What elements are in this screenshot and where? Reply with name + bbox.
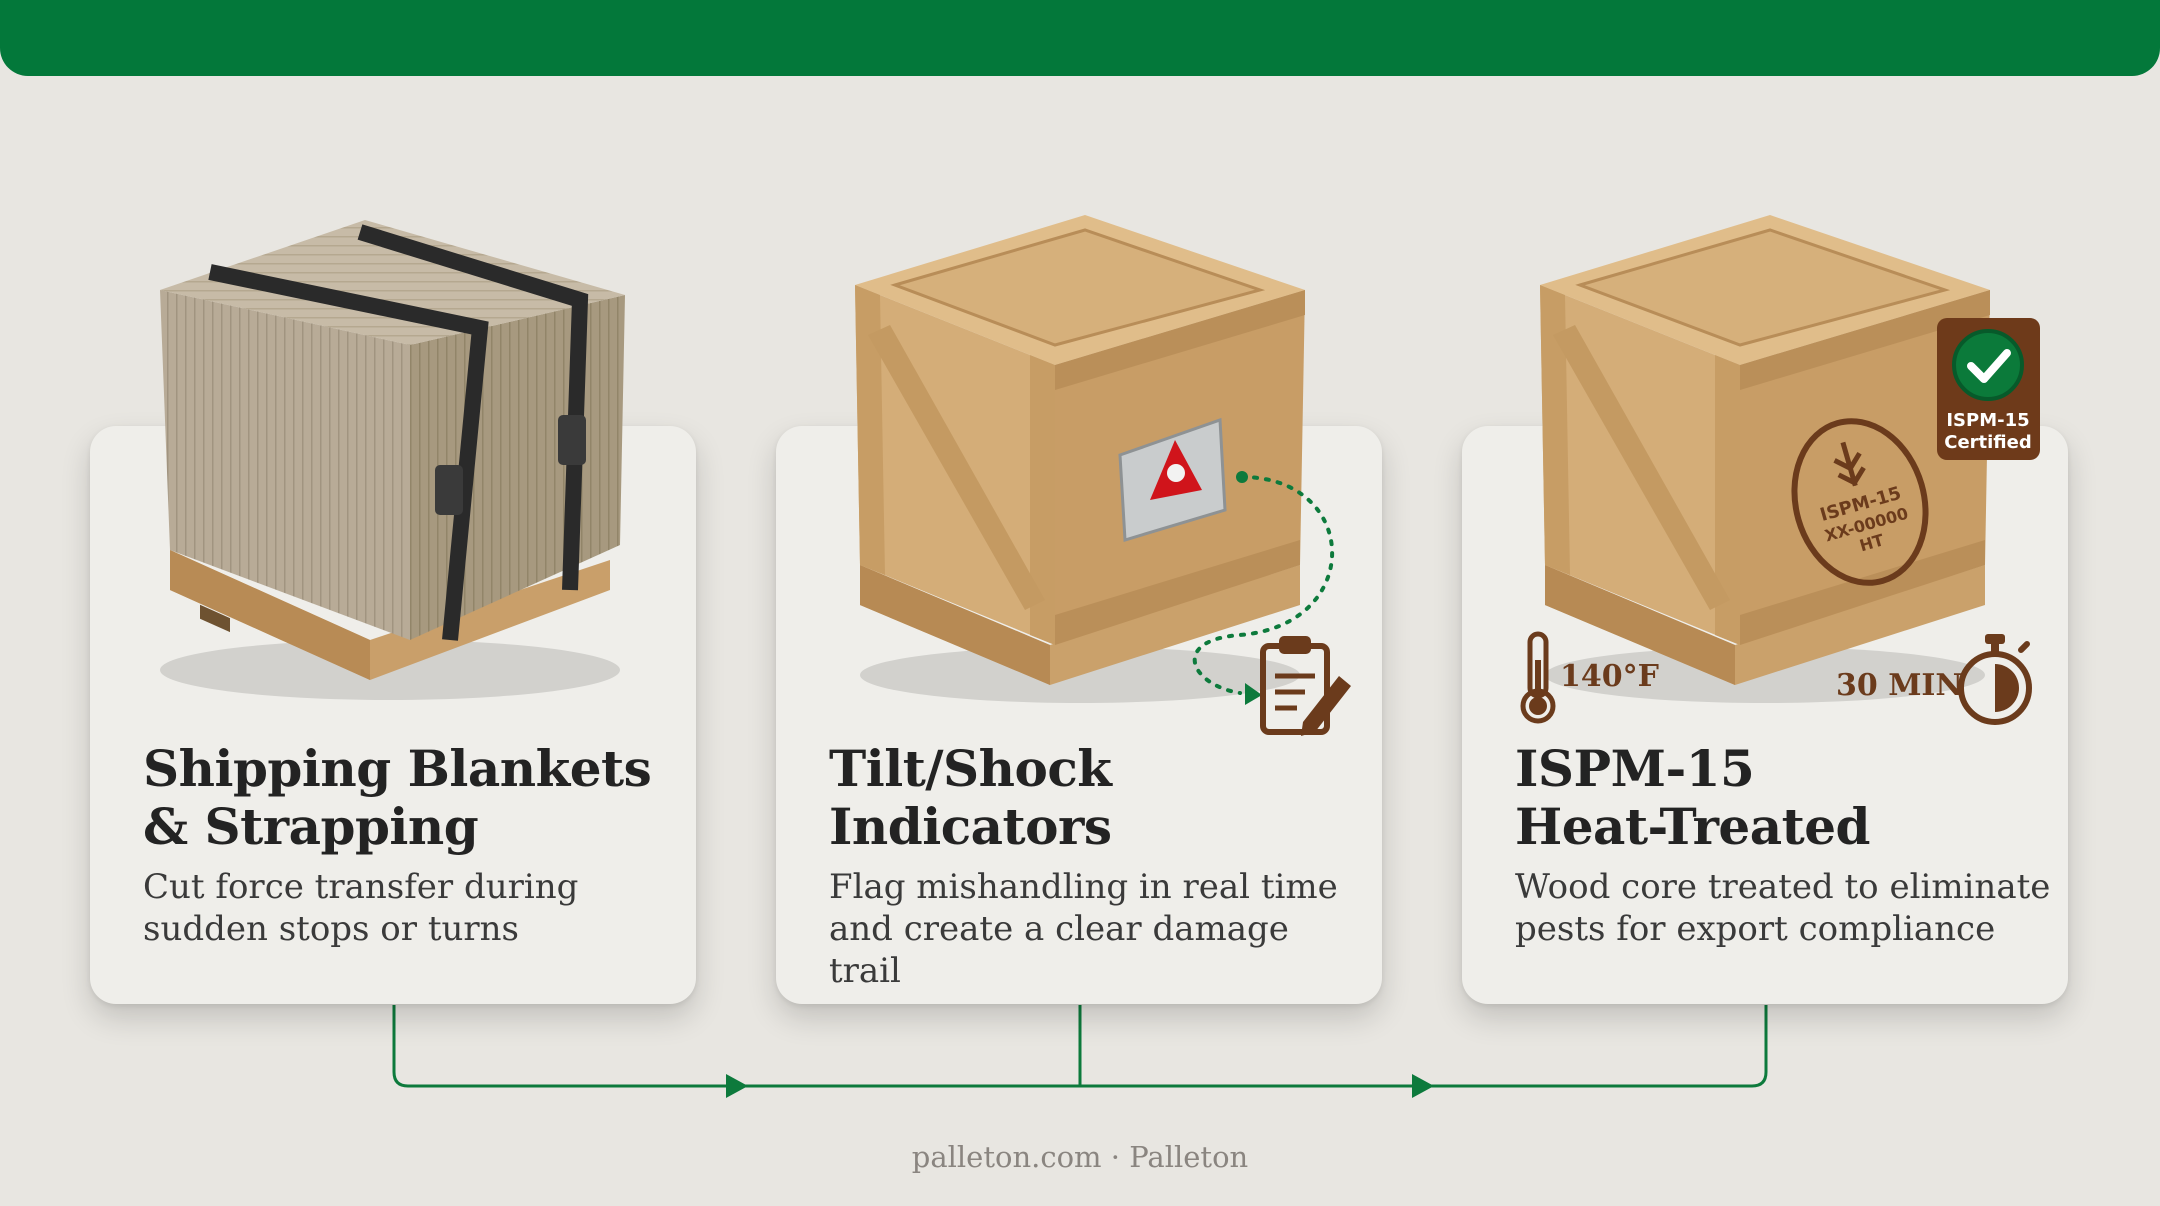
ispm-stamped-crate-illustration: ISPM-15 XX-00000 HT bbox=[1540, 215, 1990, 703]
crate-with-indicator-illustration bbox=[855, 215, 1335, 705]
footer-credit: palleton.com · Palleton bbox=[911, 1140, 1249, 1174]
svg-text:ISPM-15: ISPM-15 bbox=[1946, 410, 2029, 431]
ispm-certified-badge: ISPM-15 Certified bbox=[1937, 318, 2040, 460]
tilt-indicator-icon bbox=[1118, 417, 1227, 542]
temperature-label: 140°F bbox=[1560, 659, 1659, 694]
svg-text:Certified: Certified bbox=[1944, 432, 2032, 453]
checkmark-icon bbox=[1967, 349, 2011, 383]
top-banner bbox=[0, 0, 2160, 76]
flow-arrow-1 bbox=[726, 1074, 748, 1098]
card-title: Shipping Blankets& Strapping bbox=[143, 739, 652, 856]
stopwatch-icon bbox=[1958, 634, 2032, 725]
thermometer-icon bbox=[1520, 631, 1556, 724]
duration-label: 30 MIN bbox=[1836, 668, 1963, 703]
flow-arrow-2 bbox=[1412, 1074, 1434, 1098]
blanket-wrapped-crate-illustration bbox=[160, 220, 625, 700]
clipboard-report-icon bbox=[1260, 636, 1351, 736]
